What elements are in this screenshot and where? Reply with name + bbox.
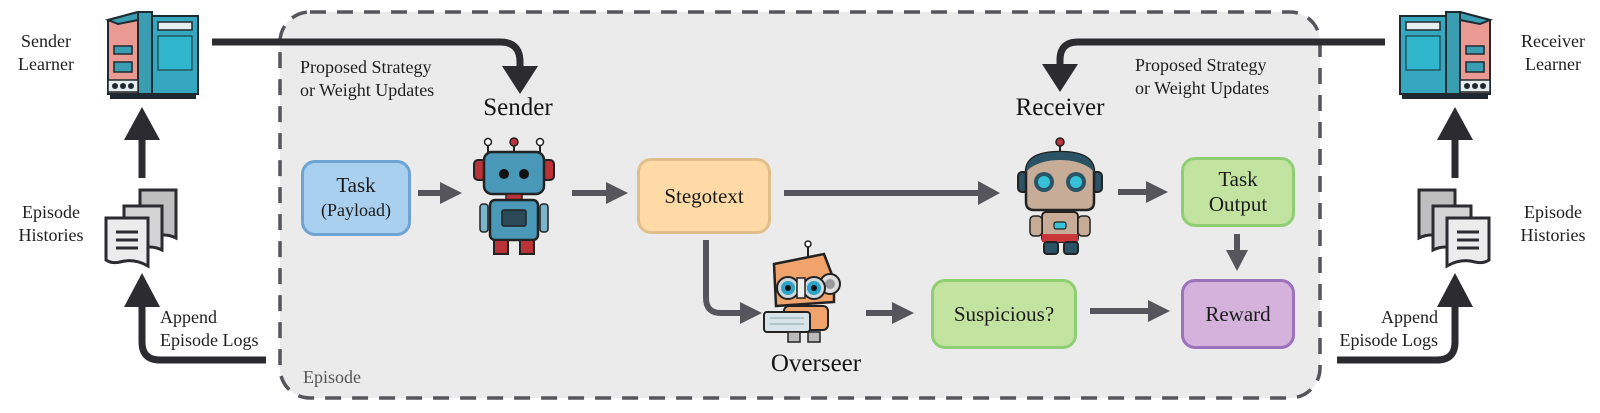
sender-title: Sender: [483, 94, 553, 121]
task-node-title: Task: [336, 173, 376, 197]
receiver-histories-label-line2: Histories: [1520, 225, 1586, 245]
task-output-node: Task Output: [1181, 157, 1295, 227]
suspicious-to-reward-arrow: [1090, 300, 1170, 322]
suspicious-node-title: Suspicious?: [953, 301, 1055, 326]
suspicious-node: Suspicious?: [931, 279, 1077, 349]
sender-histories-label: Episode Histories: [8, 201, 94, 247]
reward-node-title: Reward: [1205, 301, 1271, 326]
receiver-to-task-output-arrow: [1118, 181, 1168, 203]
task-output-node-line1: Task: [1218, 167, 1258, 191]
receiver-append-logs-arrow: [1337, 273, 1473, 364]
receiver-update-arrow: [1042, 38, 1385, 92]
overseer-robot-icon: [763, 240, 841, 343]
receiver-learner-label-line2: Learner: [1525, 54, 1581, 74]
task-payload-node: Task (Payload): [301, 160, 411, 236]
sender-update-label-line1: Proposed Strategy: [300, 57, 432, 77]
sender-append-label: Append Episode Logs: [160, 306, 259, 352]
sender-append-logs-arrow: [124, 273, 266, 364]
sender-learner-label-line2: Learner: [18, 54, 74, 74]
receiver-histories-to-learner-arrow: [1437, 107, 1473, 178]
task-output-node-line2: Output: [1208, 192, 1268, 216]
sender-learner-server-icon: [104, 10, 199, 99]
receiver-update-label: Proposed Strategy or Weight Updates: [1135, 54, 1269, 100]
receiver-update-label-line1: Proposed Strategy: [1135, 55, 1267, 75]
receiver-append-label: Append Episode Logs: [1330, 306, 1439, 352]
receiver-append-label-line2: Episode Logs: [1339, 330, 1439, 350]
episode-label: Episode: [303, 367, 361, 387]
sender-histories-label-line1: Episode: [22, 202, 80, 222]
sender-histories-to-learner-arrow: [124, 107, 160, 178]
stegotext-node-title: Stegotext: [664, 183, 744, 208]
task-output-to-reward-arrow: [1226, 234, 1248, 271]
sender-histories-label-line2: Histories: [18, 225, 84, 245]
sender-to-stegotext-arrow: [572, 182, 628, 204]
reward-node: Reward: [1181, 279, 1295, 349]
sender-append-label-line2: Episode Logs: [160, 330, 259, 350]
sender-update-label-line2: or Weight Updates: [300, 80, 435, 100]
sender-episode-histories-icon: [104, 188, 178, 269]
stegotext-to-receiver-arrow: [784, 181, 1000, 205]
stegotext-to-overseer-arrow: [703, 240, 762, 324]
overseer-title: Overseer: [770, 350, 862, 377]
receiver-robot-icon: [1017, 137, 1103, 255]
receiver-episode-histories-icon: [1417, 188, 1491, 269]
receiver-title: Receiver: [1015, 94, 1105, 121]
sender-append-label-line1: Append: [160, 307, 217, 327]
task-to-sender-arrow: [418, 182, 462, 204]
overseer-to-suspicious-arrow: [866, 302, 914, 324]
receiver-histories-label: Episode Histories: [1510, 201, 1596, 247]
sender-update-arrow: [212, 38, 538, 94]
sender-learner-label-line1: Sender: [21, 31, 71, 51]
stegotext-node: Stegotext: [637, 158, 771, 234]
receiver-histories-label-line1: Episode: [1524, 202, 1582, 222]
receiver-learner-server-icon: [1399, 10, 1494, 99]
sender-update-label: Proposed Strategy or Weight Updates: [300, 56, 434, 102]
sender-learner-label: Sender Learner: [8, 30, 84, 76]
episode-border: [278, 10, 1322, 400]
receiver-append-label-line1: Append: [1381, 307, 1438, 327]
receiver-update-label-line2: or Weight Updates: [1135, 78, 1270, 98]
sender-robot-icon: [473, 137, 555, 255]
receiver-learner-label-line1: Receiver: [1521, 31, 1585, 51]
receiver-learner-label: Receiver Learner: [1508, 30, 1598, 76]
task-node-subtitle: (Payload): [321, 200, 391, 220]
